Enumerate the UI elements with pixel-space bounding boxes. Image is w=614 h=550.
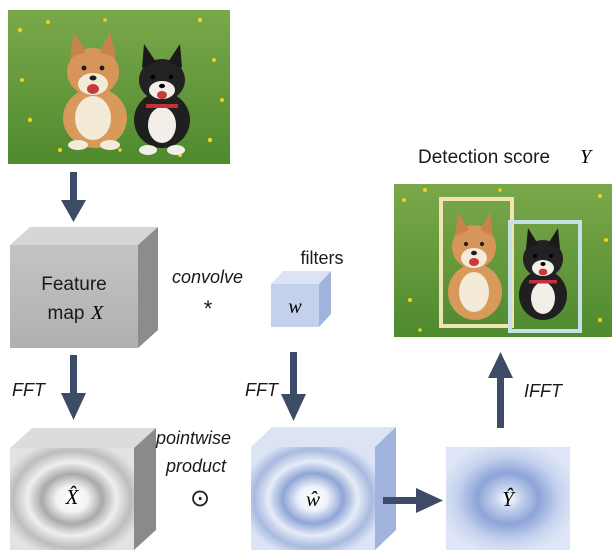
arrow-fft-left — [61, 355, 86, 420]
detected-shiba-black — [519, 228, 567, 320]
fft-right-label: FFT — [245, 380, 280, 400]
x-hat-label: X̂ — [65, 485, 80, 509]
shiba-orange — [63, 32, 127, 150]
feature-map-label-line1: Feature — [41, 274, 106, 295]
w-hat-label: ŵ — [306, 487, 320, 511]
feature-map-var: X — [90, 302, 104, 324]
detection-title: Detection score — [418, 147, 550, 168]
ifft-label: IFFT — [524, 381, 564, 401]
detection-var: Y — [580, 146, 593, 168]
pointwise-label-line1: pointwise — [155, 428, 231, 448]
pointwise-label-line2: product — [165, 456, 227, 476]
arrow-fft-right — [281, 352, 306, 421]
detection-box-blue — [508, 220, 582, 333]
filters-label: filters — [300, 248, 343, 268]
detected-shiba-orange — [448, 212, 502, 320]
pointwise-symbol: ⊙ — [190, 485, 210, 512]
convolve-label: convolve — [172, 267, 243, 287]
convolve-symbol: * — [204, 296, 213, 321]
filter-var: w — [288, 296, 302, 318]
arrow-product-to-y-hat — [383, 488, 443, 513]
arrow-ifft — [488, 352, 513, 428]
filter-cube — [271, 271, 331, 327]
detection-photo — [394, 184, 612, 337]
x-hat-cube — [10, 428, 156, 550]
w-hat-cube — [251, 427, 396, 550]
y-hat-square — [446, 447, 570, 550]
shiba-black — [134, 44, 190, 155]
input-photo — [8, 10, 230, 164]
feature-map-cube — [10, 227, 158, 348]
fft-left-label: FFT — [12, 380, 47, 400]
y-hat-label: Ŷ — [502, 487, 516, 511]
arrow-photo-to-feature — [61, 172, 86, 222]
feature-map-label-line2: map — [48, 303, 85, 324]
